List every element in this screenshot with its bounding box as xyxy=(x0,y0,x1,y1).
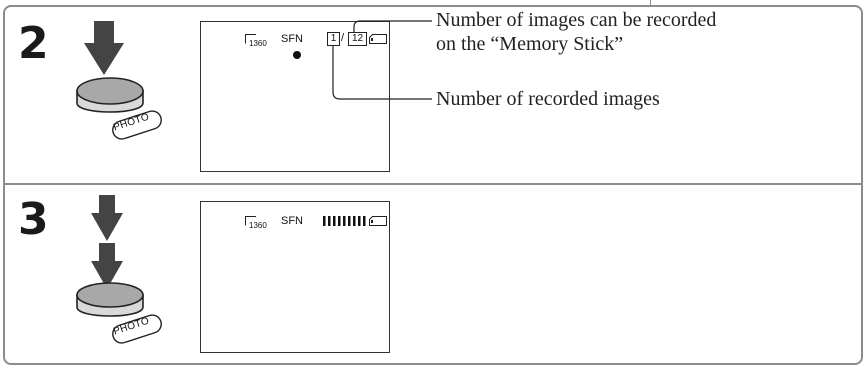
capacity-callout-line2: on the “Memory Stick” xyxy=(436,33,623,56)
capacity-callout-line1: Number of images can be recorded xyxy=(436,9,716,32)
press-arrow-upper-icon xyxy=(91,195,123,241)
memory-stick-icon xyxy=(369,216,387,226)
recording-progress-bars-icon xyxy=(323,216,367,226)
image-size-label: 1360 xyxy=(249,221,267,230)
step-number-3: 3 xyxy=(18,198,49,242)
recorded-callout: Number of recorded images xyxy=(436,88,660,111)
quality-label: SFN xyxy=(281,215,303,227)
